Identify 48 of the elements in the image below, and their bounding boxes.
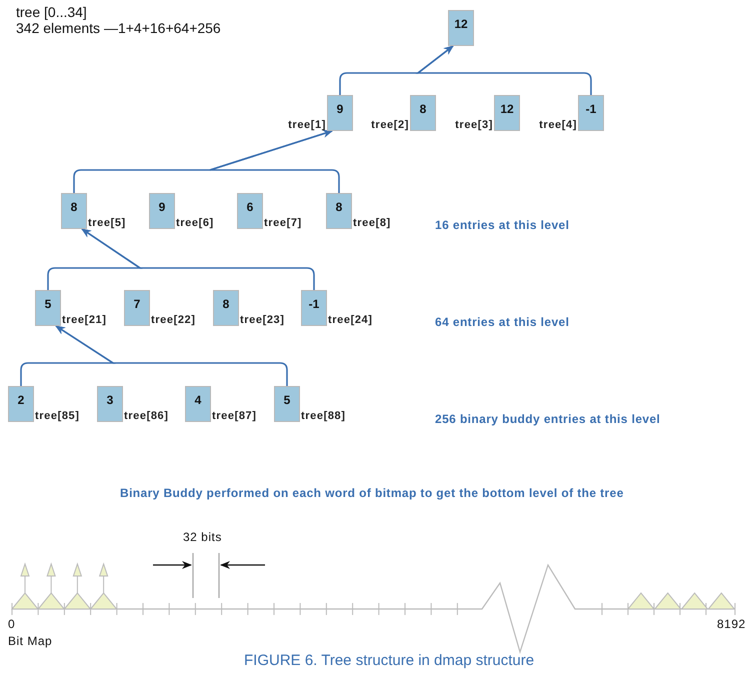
- arrow: [81, 228, 315, 290]
- value-box: 7: [124, 290, 150, 326]
- value-box: -1: [578, 95, 604, 131]
- value-box: 4: [185, 386, 211, 422]
- value-box: 12: [494, 95, 520, 131]
- value-box: 3: [97, 386, 123, 422]
- arrow: [209, 130, 340, 193]
- index-label: tree[8]: [353, 217, 391, 229]
- axis-label: 0: [8, 617, 16, 631]
- value-box: 9: [149, 193, 175, 229]
- value-box: 8: [213, 290, 239, 326]
- heading-text: tree [0...34]: [16, 4, 87, 20]
- index-label: tree[6]: [176, 217, 214, 229]
- value-box: 6: [237, 193, 263, 229]
- index-label: tree[3]: [455, 119, 493, 131]
- level-note: 256 binary buddy entries at this level: [435, 412, 660, 426]
- value-box: 5: [274, 386, 300, 422]
- index-label: tree[5]: [88, 217, 126, 229]
- value-box: 5: [35, 290, 61, 326]
- index-label: tree[88]: [301, 410, 346, 422]
- value-box: 8: [326, 193, 352, 229]
- index-label: tree[85]: [35, 410, 80, 422]
- value-box: 2: [8, 386, 34, 422]
- index-label: tree[86]: [124, 410, 169, 422]
- index-label: tree[22]: [151, 314, 196, 326]
- arrow: [55, 325, 288, 386]
- arrow: [417, 45, 592, 95]
- axis-label: 8192: [717, 617, 746, 631]
- level-note: 64 entries at this level: [435, 315, 570, 329]
- index-label: tree[24]: [328, 314, 373, 326]
- dimension-label: 32 bits: [183, 530, 222, 544]
- figure-caption: FIGURE 6. Tree structure in dmap structure: [244, 652, 534, 669]
- index-label: tree[2]: [371, 119, 409, 131]
- heading-text: 342 elements —1+4+16+64+256: [16, 20, 221, 36]
- value-box: 8: [61, 193, 87, 229]
- index-label: tree[1]: [288, 119, 326, 131]
- value-box: 9: [327, 95, 353, 131]
- value-box: -1: [301, 290, 327, 326]
- level-note: 16 entries at this level: [435, 218, 570, 232]
- index-label: tree[23]: [240, 314, 285, 326]
- value-box: 8: [410, 95, 436, 131]
- axis-label: Bit Map: [8, 634, 52, 648]
- index-label: tree[21]: [62, 314, 107, 326]
- index-label: tree[7]: [264, 217, 302, 229]
- value-box: 12: [448, 10, 474, 46]
- index-label: tree[4]: [539, 119, 577, 131]
- index-label: tree[87]: [212, 410, 257, 422]
- description-text: Binary Buddy performed on each word of bitmap to get the bottom level of the tree: [120, 486, 624, 500]
